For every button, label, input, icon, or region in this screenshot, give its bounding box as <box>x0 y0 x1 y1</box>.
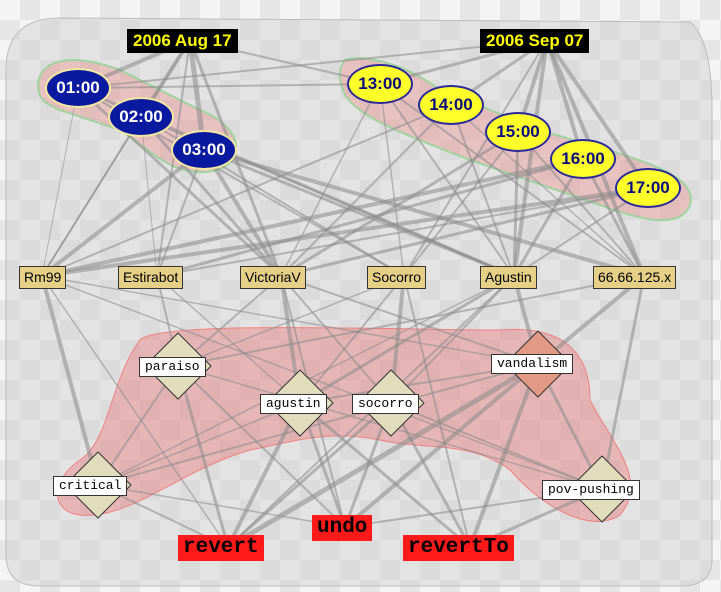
tag-label-vandalism[interactable]: vandalism <box>491 354 574 374</box>
edge <box>390 402 603 490</box>
edge <box>40 157 585 278</box>
edge <box>280 83 381 277</box>
time-node-aug17-0300[interactable]: 03:00 <box>171 130 237 170</box>
time-node-aug17-0100[interactable]: 01:00 <box>45 68 111 108</box>
edge <box>41 87 79 277</box>
edge <box>298 401 472 549</box>
edge <box>177 275 405 367</box>
edge <box>41 104 452 277</box>
time-node-sep07-1700[interactable]: 17:00 <box>615 168 681 208</box>
action-label-undo[interactable]: undo <box>312 515 373 541</box>
time-node-aug17-0200[interactable]: 02:00 <box>108 97 174 137</box>
tag-label-agustin[interactable]: agustin <box>260 394 327 414</box>
time-node-sep07-1400[interactable]: 14:00 <box>418 85 484 125</box>
edge <box>40 148 206 278</box>
edge <box>155 157 585 278</box>
edge <box>280 275 539 365</box>
edge <box>177 365 346 528</box>
user-node-66-66-125-x[interactable]: 66.66.125.x <box>593 266 677 289</box>
edge <box>97 402 301 486</box>
edge <box>202 148 646 278</box>
time-node-sep07-1600[interactable]: 16:00 <box>550 139 616 179</box>
edge <box>389 401 472 549</box>
tag-label-paraiso[interactable]: paraiso <box>139 357 206 377</box>
edge <box>279 186 650 278</box>
edge <box>468 362 540 549</box>
edge <box>40 274 100 487</box>
date-label-aug17: 2006 Aug 17 <box>127 29 238 53</box>
edge <box>379 83 405 277</box>
user-node-socorro[interactable]: Socorro <box>367 266 427 289</box>
user-node-agustin[interactable]: Agustin <box>480 266 537 289</box>
edge <box>450 104 645 277</box>
edge <box>600 274 646 491</box>
edge <box>581 157 646 278</box>
tag-label-pov-pushing[interactable]: pov-pushing <box>542 480 640 500</box>
tag-label-socorro[interactable]: socorro <box>352 394 419 414</box>
edge <box>40 186 650 278</box>
edge <box>226 401 393 549</box>
edge <box>512 130 520 278</box>
edge <box>156 275 301 404</box>
edge <box>177 275 645 367</box>
edge <box>299 275 405 404</box>
edge <box>156 187 649 277</box>
edge <box>298 274 516 405</box>
user-node-victoriav[interactable]: VictoriaV <box>240 266 306 289</box>
edge <box>512 38 549 278</box>
time-node-sep07-1500[interactable]: 15:00 <box>485 112 551 152</box>
user-node-estirabot[interactable]: Estirabot <box>118 266 184 289</box>
edge <box>41 116 142 277</box>
edge <box>202 148 283 278</box>
action-label-revertto[interactable]: revertTo <box>403 535 514 561</box>
edge <box>343 362 540 529</box>
edge <box>512 157 585 278</box>
edge <box>97 484 346 528</box>
edge <box>545 38 650 190</box>
edge <box>226 401 302 549</box>
edge <box>77 83 381 89</box>
edge <box>140 116 158 277</box>
date-label-sep07: 2006 Sep 07 <box>480 29 590 53</box>
edge <box>77 39 548 89</box>
edge <box>450 104 515 277</box>
edge <box>97 363 539 486</box>
edge <box>202 148 516 278</box>
edge <box>279 130 520 278</box>
time-node-sep07-1300[interactable]: 13:00 <box>347 64 413 104</box>
edge <box>280 104 452 277</box>
edge <box>390 275 515 404</box>
edge <box>280 275 392 404</box>
edge <box>41 275 603 490</box>
user-node-rm99[interactable]: Rm99 <box>19 266 67 289</box>
action-label-revert[interactable]: revert <box>178 535 264 561</box>
edge <box>41 275 539 365</box>
tag-label-critical[interactable]: critical <box>53 476 128 496</box>
edge <box>379 83 515 277</box>
edge <box>156 149 205 277</box>
edge <box>403 131 519 277</box>
